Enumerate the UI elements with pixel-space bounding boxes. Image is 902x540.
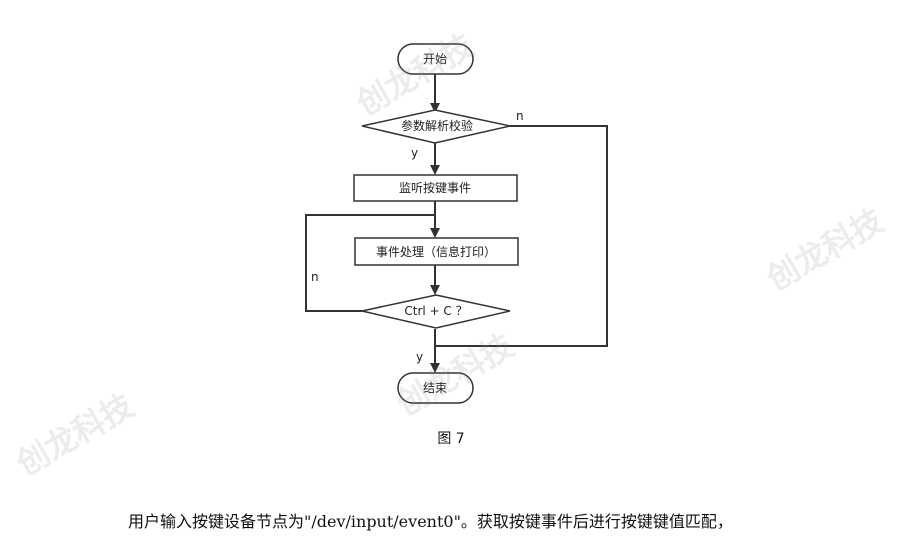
label-ctrlc-yes: y: [416, 350, 423, 364]
node-listen-label: 监听按键事件: [399, 181, 471, 195]
node-ctrlc-label: Ctrl + C ？: [404, 304, 467, 318]
label-ctrlc-no: n: [311, 270, 319, 284]
node-end-label: 结束: [423, 381, 447, 395]
label-validate-yes: y: [411, 146, 418, 160]
body-paragraph: 用户输入按键设备节点为"/dev/input/event0"。获取按键事件后进行…: [128, 512, 733, 531]
node-ctrlc: [361, 294, 511, 329]
node-process-label: 事件处理（信息打印）: [376, 244, 496, 259]
label-validate-no: n: [516, 109, 524, 123]
figure-caption: 图 7: [437, 431, 465, 447]
node-validate-label: 参数解析校验: [401, 118, 473, 133]
edge-validate-fail: [435, 125, 608, 347]
node-start-label: 开始: [423, 52, 447, 66]
node-process: [354, 237, 519, 266]
node-validate: [361, 109, 511, 144]
edge-ctrlc-loop: [305, 214, 435, 312]
node-listen: [353, 174, 518, 202]
node-start: [397, 43, 474, 75]
node-end: [397, 372, 474, 404]
